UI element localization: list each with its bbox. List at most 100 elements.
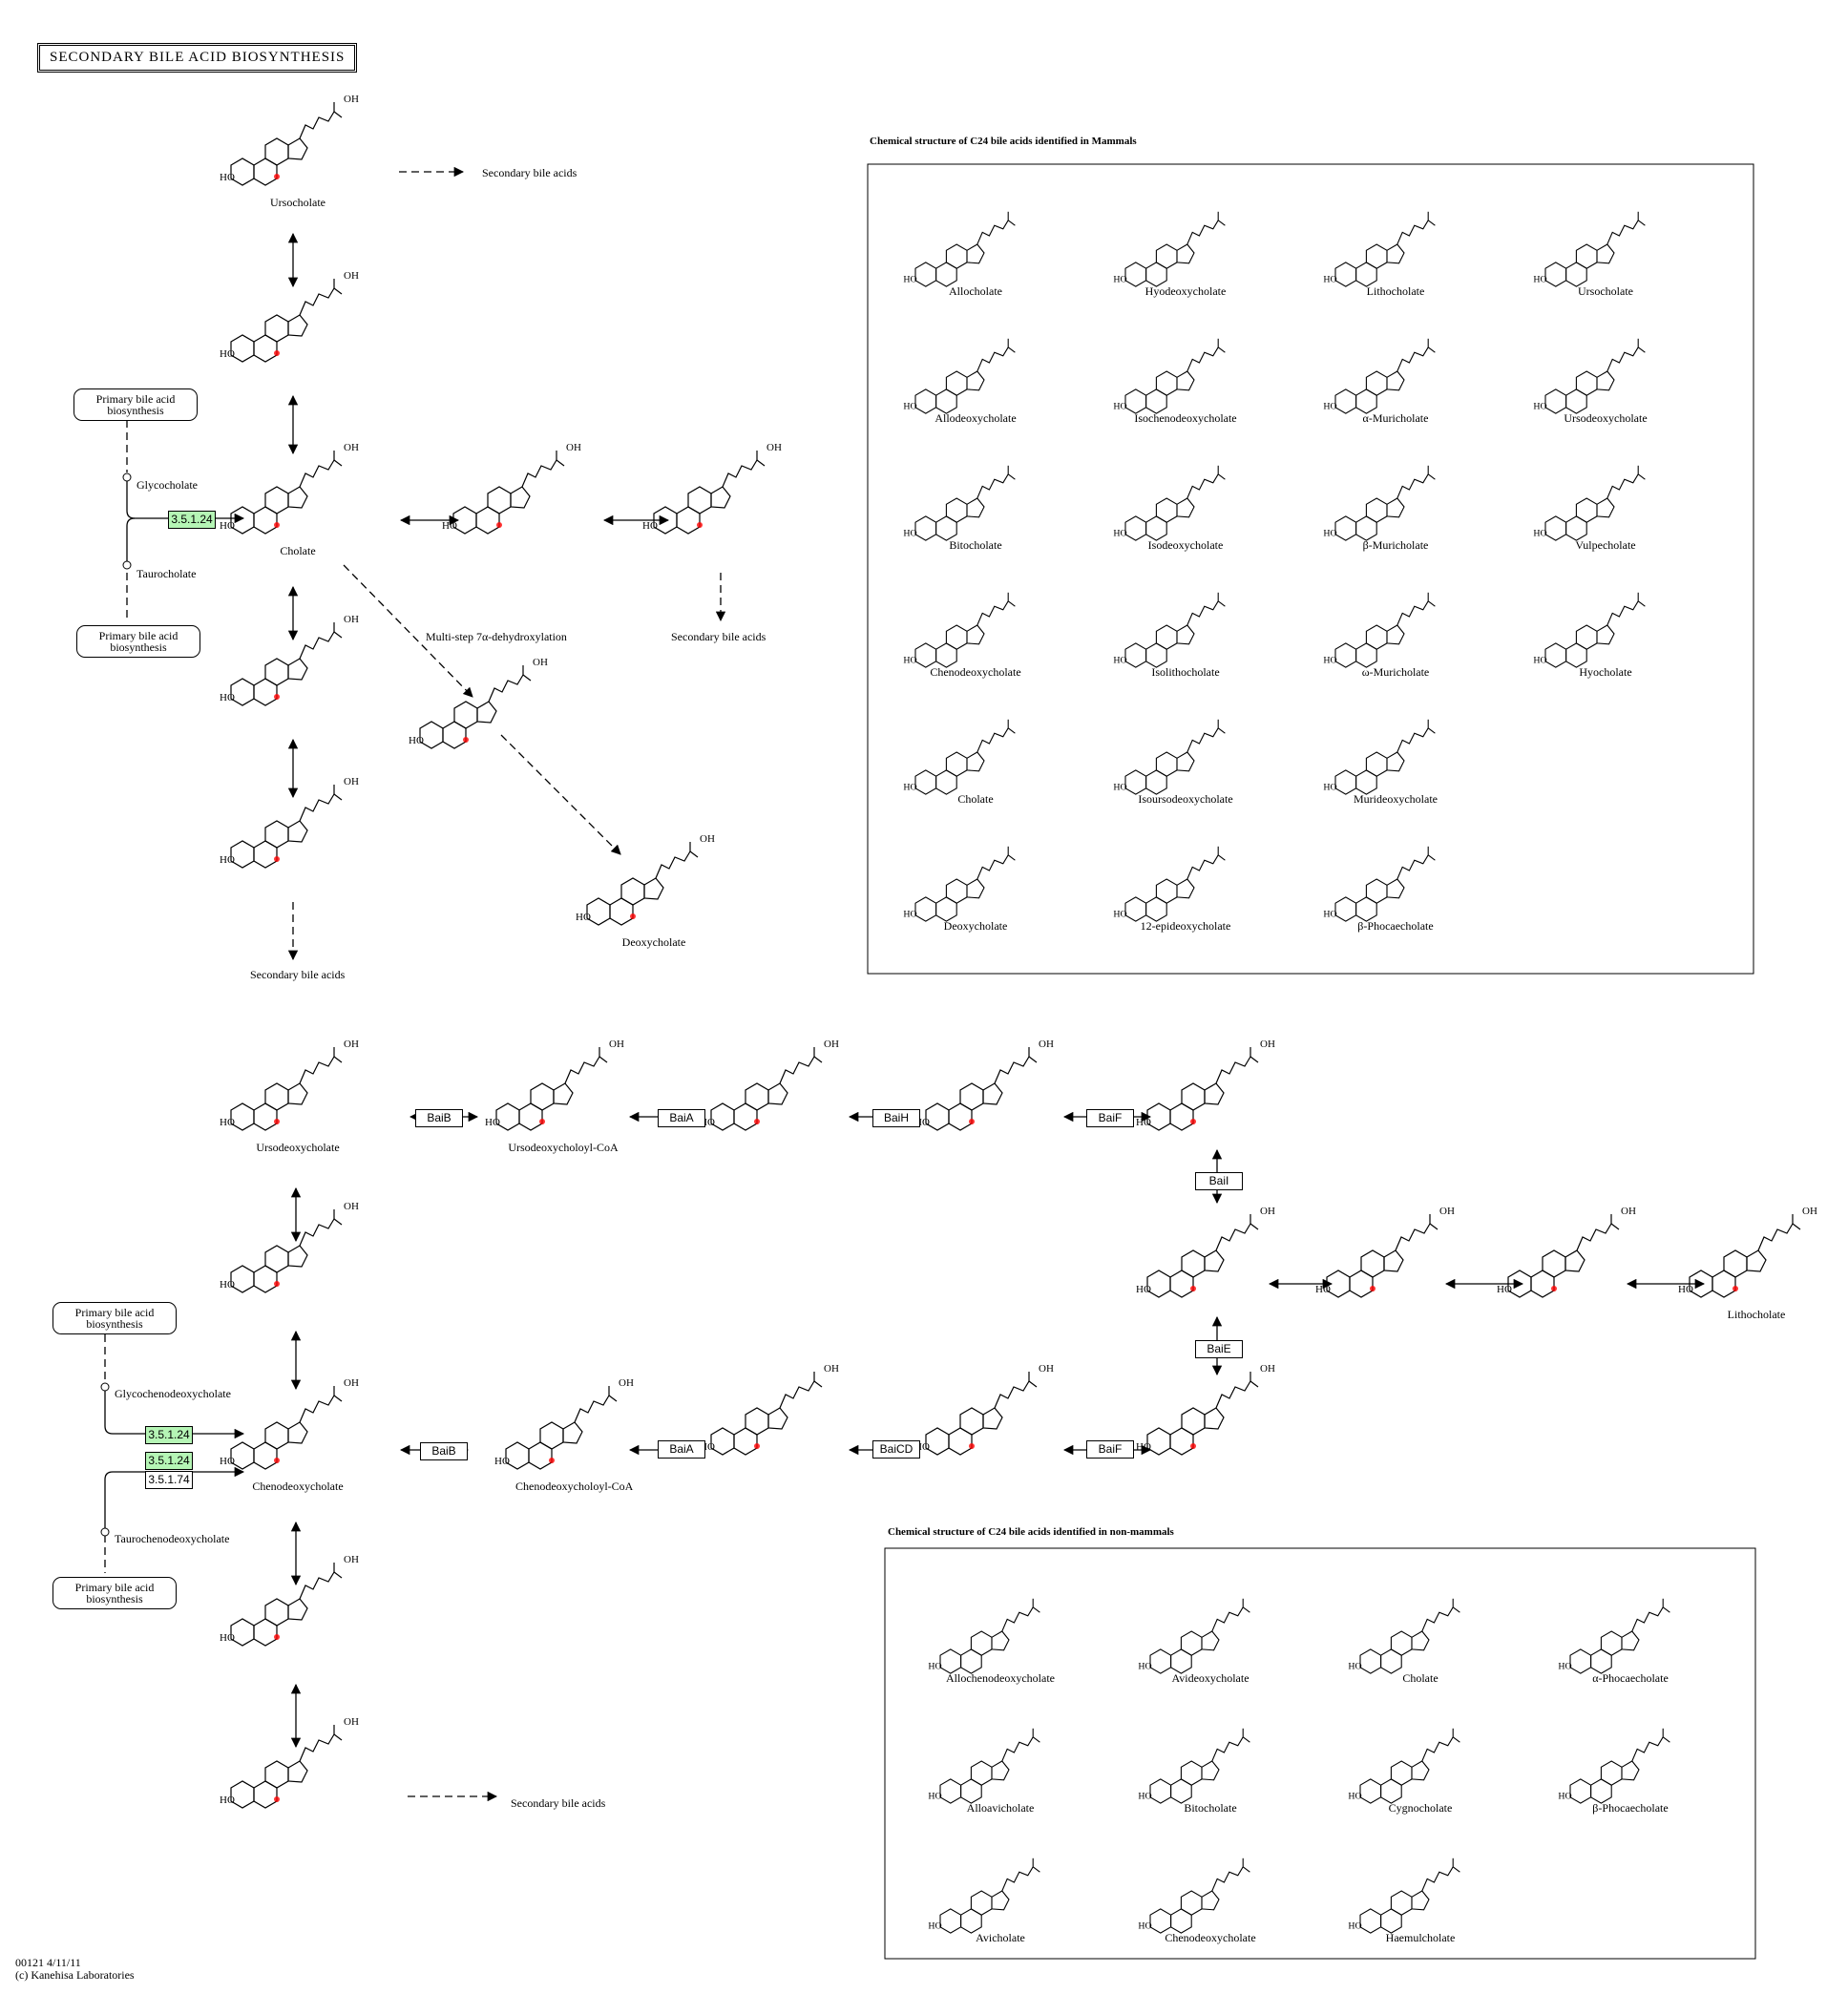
map-link-primary-bile-acid[interactable]: Primary bile acid biosynthesis [52, 1577, 177, 1609]
enzyme-baie[interactable]: BaiE [1195, 1340, 1243, 1358]
panel-compound-name[interactable]: Isoursodeoxycholate [1138, 792, 1233, 806]
panel-compound-structure[interactable]: HO [1138, 1598, 1250, 1674]
panel-compound-name[interactable]: Isodeoxycholate [1147, 538, 1224, 552]
enzyme-baia[interactable]: BaiA [658, 1440, 705, 1459]
panel-compound-name[interactable]: Vulpecholate [1575, 538, 1636, 552]
compound-name[interactable]: Ursodeoxycholate [256, 1141, 340, 1154]
panel-compound-structure[interactable]: HO [1558, 1598, 1670, 1674]
enzyme-baib[interactable]: BaiB [415, 1109, 463, 1127]
panel-compound-name[interactable]: Deoxycholate [943, 919, 1008, 933]
panel-compound-structure[interactable]: HO [1323, 846, 1436, 922]
panel-compound-structure[interactable]: HO [1323, 338, 1436, 414]
panel-compound-structure[interactable]: HO [903, 846, 1016, 922]
panel-compound-structure[interactable]: HO [1533, 592, 1646, 668]
panel-compound-name[interactable]: Chenodeoxycholate [930, 665, 1021, 679]
panel-compound-name[interactable]: Cholate [957, 792, 994, 806]
panel-compound-name[interactable]: α-Phocaecholate [1592, 1671, 1669, 1685]
enzyme-3-5-1-24[interactable]: 3.5.1.24 [168, 511, 216, 529]
panel-compound-structure[interactable]: HO [1138, 1858, 1250, 1934]
panel-compound-structure[interactable]: HO [928, 1728, 1040, 1804]
panel-compound-structure[interactable]: HO [1138, 1728, 1250, 1804]
panel-compound-name[interactable]: Murideoxycholate [1354, 792, 1438, 806]
panel-compound-name[interactable]: Lithocholate [1366, 284, 1425, 298]
panel-compound-structure[interactable]: HO [1348, 1598, 1460, 1674]
pathway-label[interactable]: Secondary bile acids [482, 166, 578, 179]
enzyme-baii[interactable]: BaiI [1195, 1172, 1243, 1190]
compound-name[interactable]: Chenodeoxycholoyl-CoA [515, 1480, 634, 1493]
map-link-primary-bile-acid[interactable]: Primary bile acid biosynthesis [76, 625, 200, 658]
panel-compound-structure[interactable]: HO [903, 338, 1016, 414]
panel-compound-structure[interactable]: HO [1348, 1858, 1460, 1934]
compound-name[interactable]: Lithocholate [1727, 1308, 1786, 1321]
panel-compound-structure[interactable]: HO [1323, 592, 1436, 668]
panel-compound-structure[interactable]: HO [1113, 211, 1226, 287]
panel-compound-name[interactable]: Cholate [1402, 1671, 1438, 1685]
panel-compound-structure[interactable]: HO [1558, 1728, 1670, 1804]
panel-compound-name[interactable]: Bitocholate [1184, 1801, 1237, 1815]
enzyme-baih[interactable]: BaiH [872, 1109, 920, 1127]
pathway-label[interactable]: Secondary bile acids [250, 968, 346, 981]
panel-compound-name[interactable]: β-Phocaecholate [1592, 1801, 1669, 1815]
enzyme-3-5-1-24[interactable]: 3.5.1.24 [145, 1452, 193, 1470]
panel-compound-name[interactable]: Isolithocholate [1151, 665, 1220, 679]
panel-compound-structure[interactable]: HO [1113, 592, 1226, 668]
pathway-label[interactable]: Secondary bile acids [671, 630, 766, 643]
panel-compound-name[interactable]: β-Phocaecholate [1357, 919, 1434, 933]
panel-compound-structure[interactable]: HO [1113, 465, 1226, 541]
panel-compound-structure[interactable]: HO [903, 719, 1016, 795]
panel-compound-structure[interactable]: HO [1348, 1728, 1460, 1804]
panel-compound-name[interactable]: Ursodeoxycholate [1564, 411, 1648, 425]
panel-compound-name[interactable]: Allocholate [949, 284, 1002, 298]
panel-compound-name[interactable]: Allodeoxycholate [934, 411, 1017, 425]
compound-name[interactable]: Deoxycholate [621, 935, 686, 949]
panel-compound-name[interactable]: Avicholate [976, 1931, 1025, 1944]
panel-compound-structure[interactable]: HO [928, 1598, 1040, 1674]
map-link-primary-bile-acid[interactable]: Primary bile acid biosynthesis [52, 1302, 177, 1334]
panel-compound-structure[interactable]: HO [903, 592, 1016, 668]
compound-node[interactable] [100, 1382, 110, 1392]
map-link-primary-bile-acid[interactable]: Primary bile acid biosynthesis [74, 388, 198, 421]
panel-compound-structure[interactable]: HO [1113, 846, 1226, 922]
panel-compound-structure[interactable]: HO [1113, 338, 1226, 414]
panel-compound-name[interactable]: α-Muricholate [1362, 411, 1429, 425]
pathway-label[interactable]: Secondary bile acids [511, 1796, 606, 1810]
panel-compound-name[interactable]: 12-epideoxycholate [1140, 919, 1231, 933]
enzyme-baicd[interactable]: BaiCD [872, 1440, 920, 1459]
panel-compound-name[interactable]: Hyodeoxycholate [1144, 284, 1227, 298]
panel-compound-name[interactable]: Allochenodeoxycholate [946, 1671, 1055, 1685]
panel-compound-structure[interactable]: HO [903, 465, 1016, 541]
panel-compound-name[interactable]: β-Muricholate [1362, 538, 1429, 552]
panel-compound-structure[interactable]: HO [928, 1858, 1040, 1934]
panel-compound-name[interactable]: Hyocholate [1579, 665, 1632, 679]
panel-compound-structure[interactable]: HO [1323, 211, 1436, 287]
compound-name[interactable]: Ursocholate [270, 196, 326, 209]
enzyme-3-5-1-24[interactable]: 3.5.1.24 [145, 1426, 193, 1444]
compound-name[interactable]: Ursodeoxycholoyl-CoA [508, 1141, 619, 1154]
panel-compound-structure[interactable]: HO [1533, 465, 1646, 541]
panel-compound-structure[interactable]: HO [1323, 719, 1436, 795]
panel-compound-name[interactable]: ω-Muricholate [1361, 665, 1430, 679]
panel-compound-name[interactable]: Bitocholate [949, 538, 1002, 552]
